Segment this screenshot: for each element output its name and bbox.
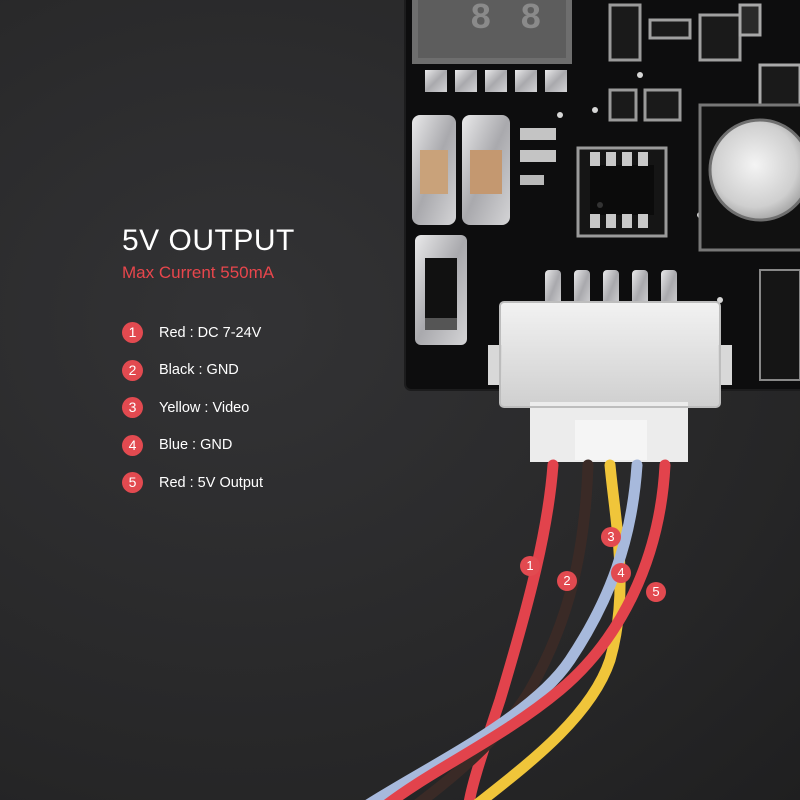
pinout-item: 3 Yellow : Video <box>122 389 263 427</box>
wire-tag-badge: 1 <box>520 556 540 576</box>
ic-chip <box>576 146 668 238</box>
diode <box>415 235 467 345</box>
pin-label: Red : 5V Output <box>159 474 263 491</box>
pin-label: Yellow : Video <box>159 399 250 416</box>
pinout-legend: 1 Red : DC 7-24V 2 Black : GND 3 Yellow … <box>122 314 263 502</box>
pin-number-badge: 3 <box>122 397 143 419</box>
wire-bundle <box>365 459 671 800</box>
capacitor <box>462 115 510 225</box>
pin-number-badge: 5 <box>122 472 143 494</box>
wire-tag-badge: 5 <box>646 582 666 602</box>
pin-number-badge: 2 <box>122 359 143 381</box>
pinout-item: 2 Black : GND <box>122 352 263 390</box>
pin-label: Black : GND <box>159 362 239 379</box>
capacitor <box>412 115 456 225</box>
pinout-item: 4 Blue : GND <box>122 427 263 465</box>
pin-label: Blue : GND <box>159 437 233 454</box>
segment-digit: 8 <box>470 0 492 39</box>
seven-segment-display: 8 8 <box>412 0 572 92</box>
pin-number-badge: 1 <box>122 322 143 344</box>
pin-number-badge: 4 <box>122 434 143 456</box>
pinout-item: 5 Red : 5V Output <box>122 464 263 502</box>
jst-connector <box>488 301 732 462</box>
wire-tag-badge: 3 <box>601 527 621 547</box>
wire-tag-badge: 2 <box>557 571 577 591</box>
header-pins <box>545 270 677 310</box>
segment-digit: 8 <box>520 0 542 39</box>
page-title: 5V OUTPUT <box>122 224 295 257</box>
wire-tag-badge: 4 <box>611 563 631 583</box>
pin-label: Red : DC 7-24V <box>159 324 262 341</box>
pinout-item: 1 Red : DC 7-24V <box>122 314 263 352</box>
max-current-subtitle: Max Current 550mA <box>122 263 275 282</box>
smd-components <box>520 3 800 381</box>
push-button <box>698 103 800 252</box>
